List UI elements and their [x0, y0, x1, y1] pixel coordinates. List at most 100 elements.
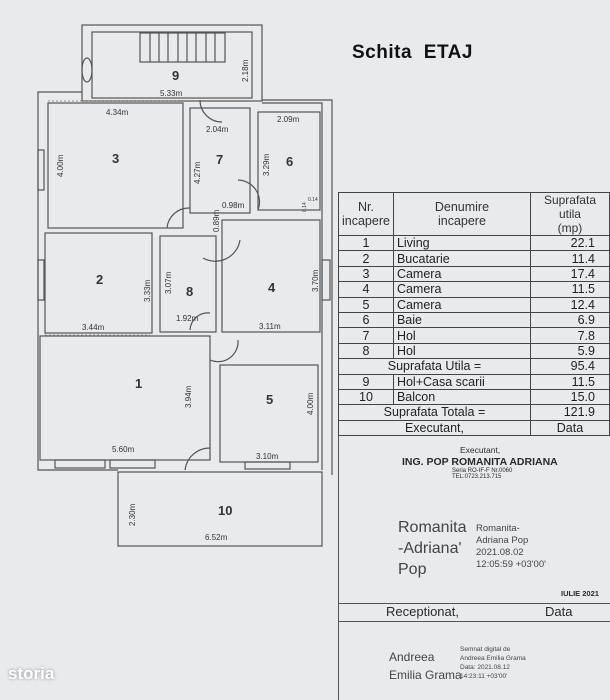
cell-area: 7.8 — [529, 327, 610, 344]
cell-area: 5.9 — [529, 342, 610, 360]
room-7 — [189, 107, 251, 214]
room-2 — [44, 232, 153, 334]
dim-label: 4.00m — [306, 392, 315, 415]
dim-label: 5.33m — [160, 89, 183, 98]
cell-nr: 2 — [338, 250, 394, 267]
cell-nr: 5 — [338, 296, 394, 313]
dim-label: 3.10m — [256, 452, 279, 461]
cell-nr: 3 — [338, 265, 394, 283]
divider — [338, 192, 339, 700]
cell-name: Balcon — [392, 388, 531, 406]
month-label: IULIE 2021 — [561, 589, 599, 598]
dim-label: 2.04m — [206, 125, 229, 134]
table-row-utila: Suprafata Utila =95.4 — [338, 358, 610, 375]
stamp-label: Executant, — [460, 445, 501, 455]
room-label-2: 2 — [96, 272, 103, 287]
cell-area: 6.9 — [529, 311, 610, 329]
dim-label: 2.30m — [128, 503, 137, 526]
cell-nr: 4 — [338, 281, 394, 298]
window — [81, 57, 93, 83]
room-8 — [159, 235, 217, 333]
room-6 — [257, 111, 321, 211]
cell-nr: 8 — [338, 342, 394, 360]
cell-area: 11.5 — [529, 281, 610, 298]
room-5 — [219, 364, 319, 463]
room-label-10: 10 — [218, 503, 232, 518]
stamp-tel: TEL:0723.213.715 — [452, 474, 502, 480]
receptionat-label: Receptionat, — [386, 604, 459, 619]
cell-nr: 9 — [338, 373, 394, 390]
dim-label: 0.14 — [302, 202, 308, 212]
stamp-serie: Seria RO-IF-F Nr.0060 — [452, 468, 513, 474]
dim-label: 1.92m — [176, 314, 199, 323]
room-label-8: 8 — [186, 284, 193, 299]
dim-label: 2.18m — [241, 59, 250, 82]
cell-name: Hol — [392, 327, 531, 344]
cell-name: Baie — [392, 311, 531, 329]
room-label-5: 5 — [266, 392, 273, 407]
cell-area: 15.0 — [529, 388, 610, 406]
cell-nr: 6 — [338, 311, 394, 329]
dim-label: 3.29m — [262, 153, 271, 176]
dim-label: 6.52m — [205, 533, 228, 542]
dim-label: 3.70m — [311, 269, 320, 292]
cell-area: 22.1 — [529, 234, 610, 252]
cell-area: 11.4 — [529, 250, 610, 267]
dim-label: 5.60m — [112, 445, 135, 454]
divider — [338, 621, 610, 622]
room-label-6: 6 — [286, 154, 293, 169]
stamp-name: ING. POP ROMANITA ADRIANA — [402, 456, 558, 468]
storia-logo: storia — [8, 664, 55, 683]
cell-nr: 10 — [338, 388, 394, 406]
dim-label: 4.34m — [106, 108, 129, 117]
room-label-4: 4 — [268, 280, 276, 295]
room-10 — [117, 471, 323, 547]
header-nr: Nr.incapere — [338, 192, 394, 236]
dim-label: 3.07m — [164, 271, 173, 294]
receptionat-data: Data — [545, 604, 573, 619]
dim-label: 3.44m — [82, 323, 105, 332]
dim-label: 3.94m — [184, 385, 193, 408]
room-label-9: 9 — [172, 68, 179, 83]
cell-name: Camera — [392, 296, 531, 313]
page-title: Schita ETAJ — [352, 42, 473, 63]
outer-wall — [37, 91, 118, 471]
cell-name: Camera — [392, 281, 531, 298]
signature-1-name: Romanita-Adriana'Pop — [398, 519, 467, 578]
dim-label: 2.09m — [277, 115, 300, 124]
cell-nr: 1 — [338, 234, 394, 252]
dim-label: 0.14 — [308, 197, 318, 203]
table-row-totala: Suprafata Totala =121.9 — [338, 404, 610, 421]
cell-name: Bucatarie — [392, 250, 531, 267]
cell-area: 11.5 — [529, 373, 610, 390]
cell-nr: 7 — [338, 327, 394, 344]
stairs — [139, 32, 226, 63]
room-label-1: 1 — [135, 376, 142, 391]
header-suprafata: Suprafata utila (mp) — [529, 192, 610, 236]
floor-plan: 1 2 3 4 5 6 7 8 9 10 5.60m 3.94m 3.44m 3… — [37, 24, 333, 547]
cell-name: Living — [392, 234, 531, 252]
cell-name: Camera — [392, 265, 531, 283]
cell-name: Hol+Casa scarii — [392, 373, 531, 390]
room-label-7: 7 — [216, 152, 223, 167]
dim-label: 3.33m — [143, 279, 152, 302]
dim-label: 0.89m — [212, 209, 221, 232]
dim-label: 0.98m — [222, 201, 245, 210]
dim-label: 4.27m — [193, 161, 202, 184]
cell-name: Hol — [392, 342, 531, 360]
dim-label: 3.11m — [259, 322, 281, 331]
table-row-executant: Executant,Data — [338, 419, 610, 437]
